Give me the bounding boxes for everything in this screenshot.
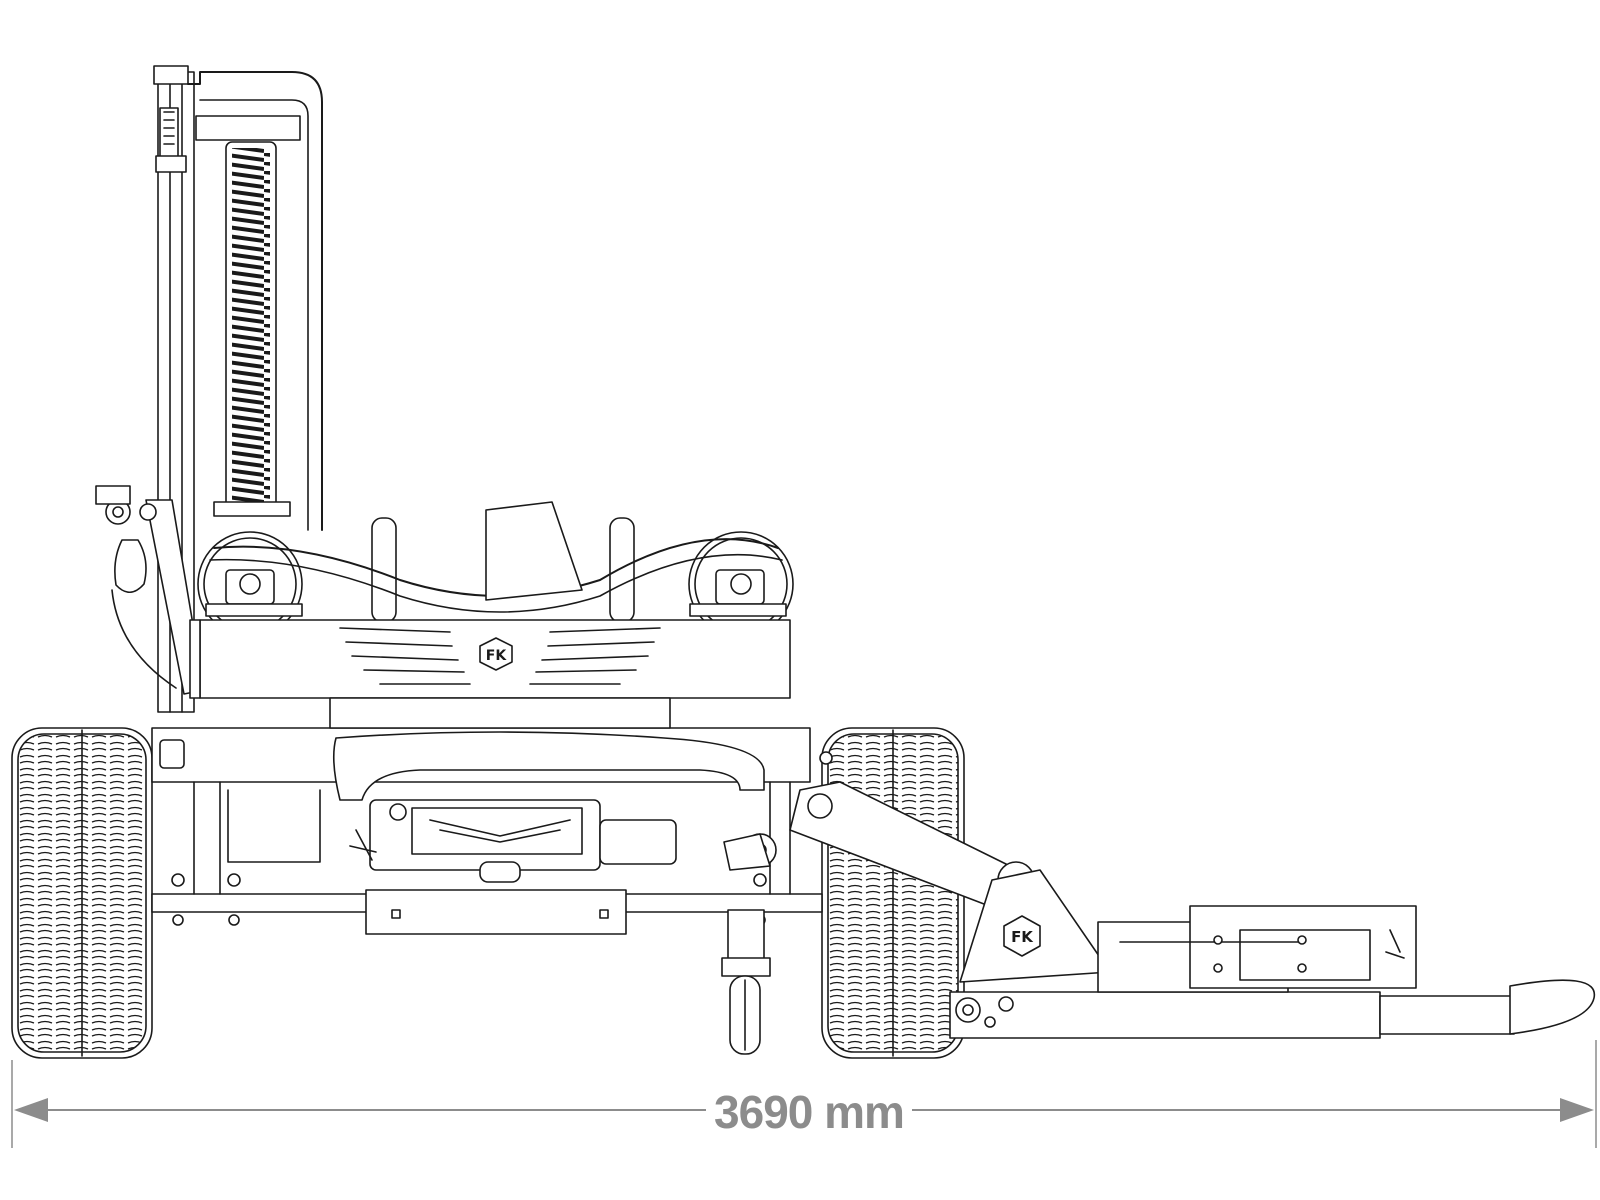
castor-wheel [721,909,771,1055]
dimension-arrow-left [14,1098,48,1122]
svg-text:FK: FK [1011,928,1034,946]
housing-vents-right [529,627,661,685]
drawbar: FK [723,781,1596,1039]
logo-badge-drawbar: FK [1003,915,1041,957]
film-dispenser-mast [95,65,323,713]
turntable-drive [332,731,765,935]
housing-vents-left [339,627,471,685]
front-wheel [821,727,965,1059]
wrapping-table [197,501,794,637]
main-housing: FK [189,619,791,699]
svg-text:FK: FK [486,648,508,664]
overall-length-dimension: 3690 mm [11,1040,1597,1148]
left-wheel [11,727,153,1059]
dimension-label: 3690 mm [714,1086,904,1138]
logo-badge-center: FK [479,637,513,671]
dimension-arrow-right [1560,1098,1594,1122]
